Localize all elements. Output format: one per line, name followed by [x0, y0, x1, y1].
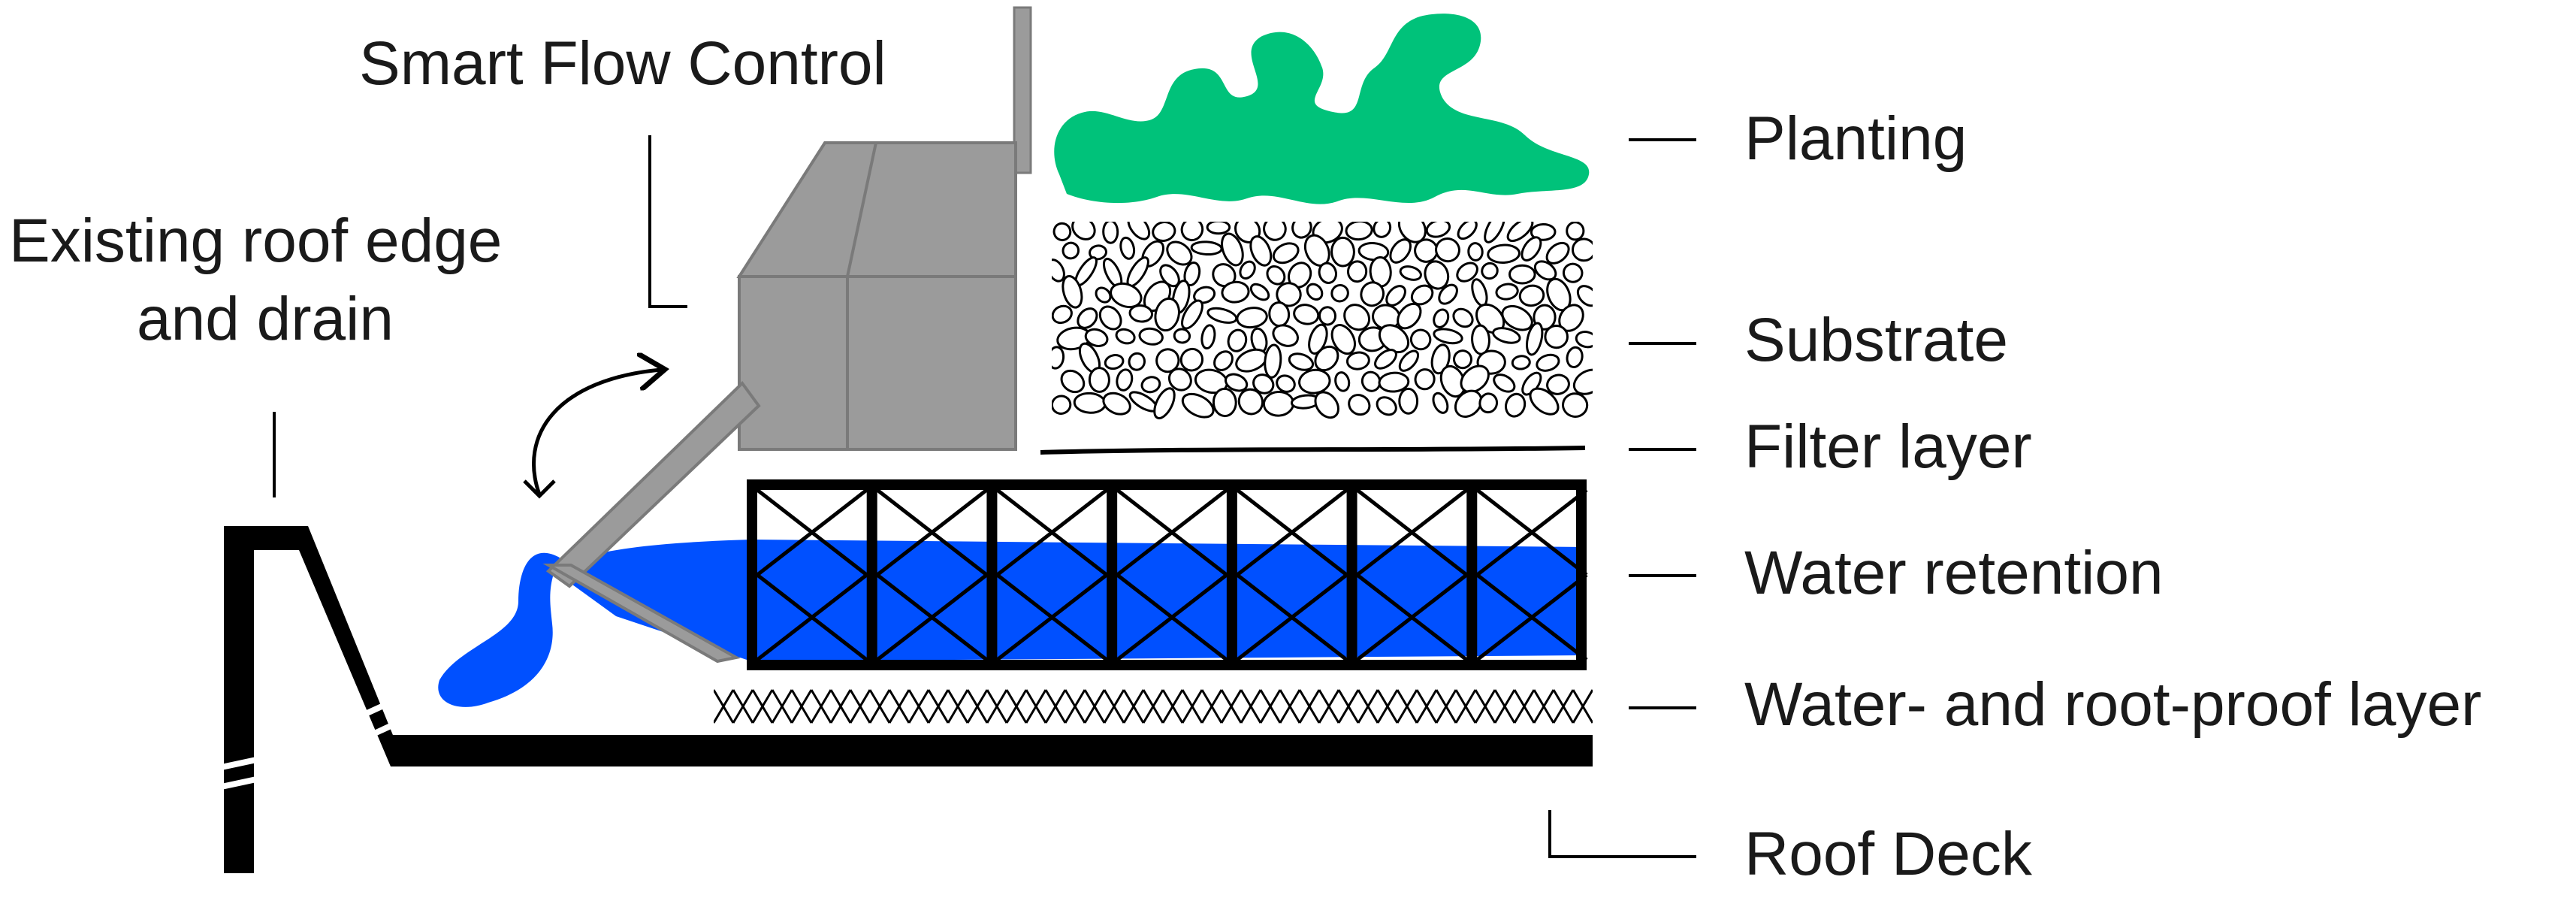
crate-post: [866, 479, 877, 670]
label-water-root-proof-layer: Water- and root-proof layer: [1744, 670, 2481, 739]
water-outflow-splash: [438, 552, 560, 707]
roof-deck: [391, 735, 1593, 766]
substrate-gravel: [1052, 222, 1593, 420]
label-water-retention: Water retention: [1744, 539, 2164, 607]
curved-double-arrow-icon: [523, 370, 661, 499]
leader-lines: [273, 135, 1696, 858]
crate-post: [747, 479, 757, 670]
crate-post: [1576, 479, 1587, 670]
water-root-proof-layer: [714, 689, 1593, 724]
crate-post: [1107, 479, 1118, 670]
label-roof-deck: Roof Deck: [1744, 820, 2033, 888]
label-substrate: Substrate: [1744, 306, 2008, 374]
planting: [1054, 14, 1590, 204]
water-retention-crates: [747, 479, 1588, 670]
crate-bottom-bar: [747, 660, 1587, 670]
label-filter-layer: Filter layer: [1744, 413, 2032, 481]
label-planting: Planting: [1744, 104, 1967, 173]
crate-post: [1466, 479, 1478, 670]
smart-flow-control-unit: [542, 6, 1032, 664]
label-roof-edge-line2: and drain: [137, 285, 394, 353]
label-roof-edge-line1: Existing roof edge: [9, 207, 502, 275]
roof-edge-parapet: [217, 526, 409, 873]
crate-post: [1346, 479, 1357, 670]
crate-top-bar: [747, 479, 1587, 490]
label-smart-flow-control: Smart Flow Control: [359, 29, 886, 98]
crate-post: [1226, 479, 1237, 670]
filter-layer: [1040, 446, 1586, 455]
crate-post: [986, 479, 998, 670]
